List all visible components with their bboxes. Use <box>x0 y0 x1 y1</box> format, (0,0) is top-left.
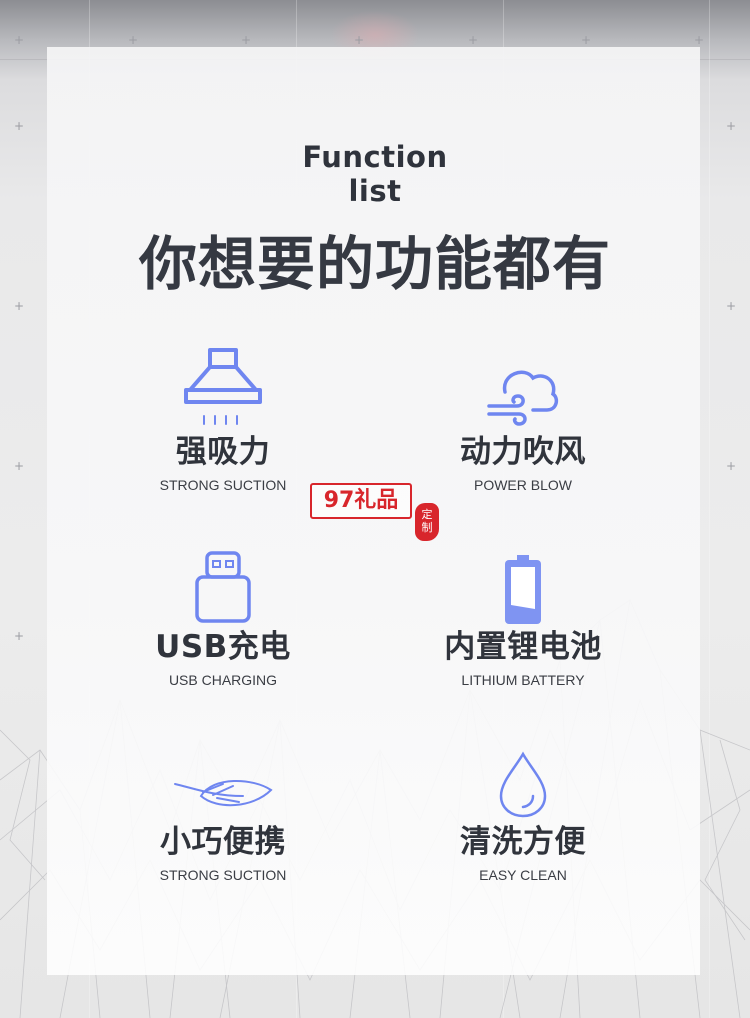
feature-strong-suction: 强吸力 STRONG SUCTION <box>73 340 373 494</box>
water-drop-icon <box>373 730 673 820</box>
plus-marker-icon: + <box>467 33 479 47</box>
title-chinese: 你想要的功能都有 <box>138 230 611 298</box>
feature-title-en: EASY CLEAN <box>479 867 567 883</box>
feature-title-en: POWER BLOW <box>473 477 572 493</box>
plus-marker-icon: + <box>13 33 25 47</box>
plus-marker-icon: + <box>13 299 25 313</box>
cloud-wind-icon <box>373 340 673 430</box>
feature-title-en: USB CHARGING <box>168 672 278 688</box>
plus-marker-icon: + <box>580 33 592 47</box>
custom-seal-stamp: 定 制 <box>415 503 439 541</box>
plus-marker-icon: + <box>693 33 705 47</box>
feature-lithium-battery: 内置锂电池 LITHIUM BATTERY <box>373 535 673 689</box>
plus-marker-icon: + <box>725 459 737 473</box>
plus-marker-icon: + <box>725 119 737 133</box>
title-english: Function list <box>0 140 750 208</box>
brand-logo-watermark: 97礼品 <box>310 483 412 519</box>
feature-title-cn: 强吸力 <box>175 434 271 470</box>
plus-marker-icon: + <box>353 33 365 47</box>
range-hood-suction-icon <box>73 340 373 430</box>
feature-title-en: LITHIUM BATTERY <box>461 672 585 688</box>
plus-marker-icon: + <box>127 33 139 47</box>
seal-char-1: 定 <box>421 508 433 521</box>
battery-icon <box>373 535 673 625</box>
plus-marker-icon: + <box>13 629 25 643</box>
feature-easy-clean: 清洗方便 EASY CLEAN <box>373 730 673 884</box>
plus-marker-icon: + <box>725 299 737 313</box>
title-english-line2: list <box>348 174 402 208</box>
leaf-icon <box>73 730 373 820</box>
feature-title-cn: USB充电 <box>155 629 291 665</box>
plus-marker-icon: + <box>240 33 252 47</box>
feature-title-en: STRONG SUCTION <box>159 867 287 883</box>
feature-title-cn: 内置锂电池 <box>444 629 602 665</box>
feature-title-cn: 清洗方便 <box>460 824 586 860</box>
plus-marker-icon: + <box>13 119 25 133</box>
feature-title-en: STRONG SUCTION <box>159 477 287 493</box>
plus-marker-icon: + <box>13 459 25 473</box>
seal-char-2: 制 <box>421 521 433 534</box>
usb-plug-icon <box>73 535 373 625</box>
title-english-line1: Function <box>302 140 448 174</box>
feature-title-cn: 小巧便携 <box>160 824 286 860</box>
feature-usb-charging: USB充电 USB CHARGING <box>73 535 373 689</box>
feature-power-blow: 动力吹风 POWER BLOW <box>373 340 673 494</box>
feature-title-cn: 动力吹风 <box>460 434 586 470</box>
grid-line <box>709 0 710 1018</box>
feature-compact-portable: 小巧便携 STRONG SUCTION <box>73 730 373 884</box>
